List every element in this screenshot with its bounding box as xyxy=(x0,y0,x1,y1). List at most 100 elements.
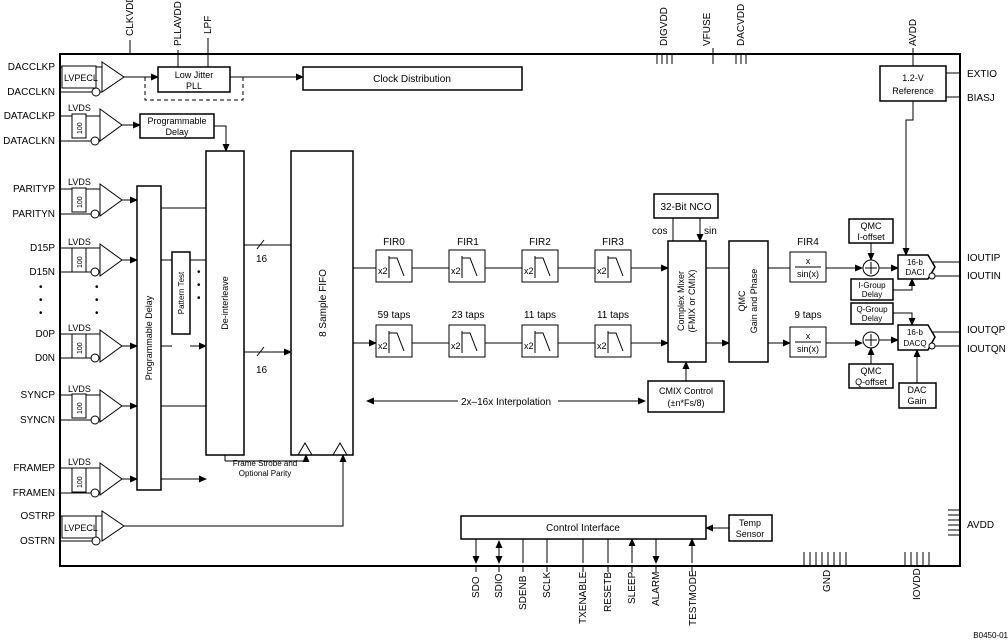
right-pins: EXTIO BIASJ IOUTIP IOUTIN IOUTQP IOUTQN … xyxy=(948,69,1006,536)
svg-text:x2: x2 xyxy=(378,266,388,276)
svg-text:8 Sample FIFO: 8 Sample FIFO xyxy=(318,269,329,337)
svg-text:PLL: PLL xyxy=(186,81,202,91)
svg-text:LVDS: LVDS xyxy=(68,103,91,113)
svg-text:LVDS: LVDS xyxy=(68,384,91,394)
receiver-d15: LVDS 100 xyxy=(60,237,138,277)
dac-i-block: 16-b DACI xyxy=(897,254,960,280)
svg-text:23 taps: 23 taps xyxy=(452,310,485,321)
dac-q-output-bubble-icon xyxy=(928,342,936,350)
svg-text:I-Group: I-Group xyxy=(858,281,886,290)
pin-extio: EXTIO xyxy=(967,69,997,80)
pin-parityn: PARITYN xyxy=(12,209,55,220)
top-pins: CLKVDD PLLAVDD LPF DIGVDD VFUSE DACVDD A… xyxy=(125,0,919,66)
svg-text:1.2-V: 1.2-V xyxy=(902,73,924,83)
svg-text:QMC: QMC xyxy=(737,290,747,311)
pin-sclk: SCLK xyxy=(542,572,553,598)
fir4-sinc-q: 9 taps x sin(x) xyxy=(789,310,863,358)
pin-sdio: SDIO xyxy=(494,573,505,598)
svg-text:I-offset: I-offset xyxy=(857,232,885,242)
fir0-q: x2 xyxy=(375,324,413,358)
svg-text:LVPECL: LVPECL xyxy=(64,73,98,83)
fir4-sinc-i: FIR4 x sin(x) xyxy=(789,237,863,283)
pin-framep: FRAMEP xyxy=(13,463,55,474)
svg-text:x2: x2 xyxy=(524,266,534,276)
fir2-q: x2 xyxy=(521,324,559,358)
svg-text:Reference: Reference xyxy=(892,86,934,96)
frame-strobe-label: Frame Strobe and Optional Parity xyxy=(224,455,306,478)
svg-text:FIR4: FIR4 xyxy=(797,237,819,248)
svg-text:•: • xyxy=(39,295,43,306)
pin-pllavdd: PLLAVDD xyxy=(173,1,184,46)
fir-chain-q: 59 taps 23 taps 11 taps 11 taps x2 x2 x2… xyxy=(375,310,668,358)
svg-text:x2: x2 xyxy=(524,341,534,351)
svg-text:cos: cos xyxy=(652,226,668,237)
qmc-q-offset: QMC Q-offset xyxy=(848,331,899,389)
svg-text:FIR2: FIR2 xyxy=(529,237,551,248)
receiver-dacclk: LVPECL xyxy=(60,61,159,97)
pin-dataclkp: DATACLKP xyxy=(4,111,56,122)
receiver-frame: LVDS 100 xyxy=(60,457,138,498)
svg-text:LVDS: LVDS xyxy=(68,237,91,247)
dac-i-output-bubble-icon xyxy=(928,272,936,280)
pin-alarm: ALARM xyxy=(651,572,662,606)
svg-text:LVDS: LVDS xyxy=(68,323,91,333)
svg-text:Frame Strobe and: Frame Strobe and xyxy=(233,459,297,468)
svg-text:•: • xyxy=(197,293,201,304)
svg-text:11 taps: 11 taps xyxy=(524,310,556,321)
svg-text:sin: sin xyxy=(704,226,717,237)
pin-digvdd: DIGVDD xyxy=(659,7,670,46)
interpolation-arrow: 2x–16x Interpolation xyxy=(366,393,646,408)
svg-text:16-b: 16-b xyxy=(907,328,924,337)
svg-text:Programmable: Programmable xyxy=(147,116,206,126)
svg-text:x2: x2 xyxy=(597,341,607,351)
programmable-delay-small: Programmable Delay xyxy=(139,113,230,152)
svg-text:FIR3: FIR3 xyxy=(602,237,624,248)
input-receivers: LVPECL LVDS 100 LVDS 100 LVDS xyxy=(60,61,347,546)
reference-block: 1.2-V Reference xyxy=(879,65,960,256)
svg-text:DACQ: DACQ xyxy=(903,339,926,348)
svg-text:100: 100 xyxy=(77,476,84,488)
programmable-delay-block: Programmable Delay xyxy=(136,185,206,491)
svg-text:FIR1: FIR1 xyxy=(457,237,479,248)
chip-outline xyxy=(59,53,961,567)
temp-sensor-block: Temp Sensor xyxy=(705,514,773,542)
svg-text:De-interleave: De-interleave xyxy=(220,276,230,330)
bottom-pins: SDO SDIO SDENB SCLK TXENABLE RESETB SLEE… xyxy=(471,552,1008,640)
pin-testmode: TESTMODE xyxy=(688,570,699,626)
pin-biasj: BIASJ xyxy=(967,93,995,104)
qmc-gain-phase-block: QMC Gain and Phase xyxy=(728,240,790,363)
svg-text:Q-offset: Q-offset xyxy=(855,377,887,387)
pattern-test-block: Pattern Test xyxy=(171,251,206,346)
svg-text:Optional Parity: Optional Parity xyxy=(239,469,291,478)
pin-ioutip: IOUTIP xyxy=(967,253,1001,264)
svg-text:100: 100 xyxy=(77,122,84,134)
svg-text:x: x xyxy=(806,331,811,341)
svg-text:QMC: QMC xyxy=(861,221,882,231)
fir1-q: x2 xyxy=(448,324,486,358)
pin-framen: FRAMEN xyxy=(13,488,55,499)
pll-block: Low Jitter PLL xyxy=(144,54,304,101)
pin-iovdd: IOVDD xyxy=(912,568,923,600)
pin-d0n: D0N xyxy=(35,353,55,364)
svg-text:Sensor: Sensor xyxy=(736,529,765,539)
svg-text:Delay: Delay xyxy=(862,314,882,323)
left-ellipsis: • • • • • • • • • xyxy=(39,267,201,319)
deinterleave-block: De-interleave 16 16 xyxy=(205,150,291,456)
cmix-control-block: CMIX Control (±n*Fs/8) xyxy=(647,361,725,413)
svg-text:(FMIX or CMIX): (FMIX or CMIX) xyxy=(687,270,697,333)
figure-id: B0450-01 xyxy=(973,631,1008,640)
fir1-i: x2 xyxy=(448,249,486,283)
svg-text:Pattern Test: Pattern Test xyxy=(177,271,186,314)
receiver-dataclk: LVDS 100 xyxy=(60,103,141,146)
pin-lpf: LPF xyxy=(203,16,214,34)
svg-text:100: 100 xyxy=(77,256,84,268)
pin-sdo: SDO xyxy=(471,576,482,598)
pin-syncp: SYNCP xyxy=(21,390,56,401)
fir-chain-i: FIR0 FIR1 FIR2 FIR3 x2 x2 x2 x2 xyxy=(375,237,668,283)
pin-resetb: RESETB xyxy=(603,572,614,612)
q-group-delay: Q-Group Delay xyxy=(850,302,916,326)
fir3-q: x2 xyxy=(594,324,632,358)
svg-text:16: 16 xyxy=(256,365,268,376)
svg-text:Low Jitter: Low Jitter xyxy=(175,70,214,80)
left-pins: DACCLKP DACCLKN DATACLKP DATACLKN PARITY… xyxy=(3,62,201,547)
